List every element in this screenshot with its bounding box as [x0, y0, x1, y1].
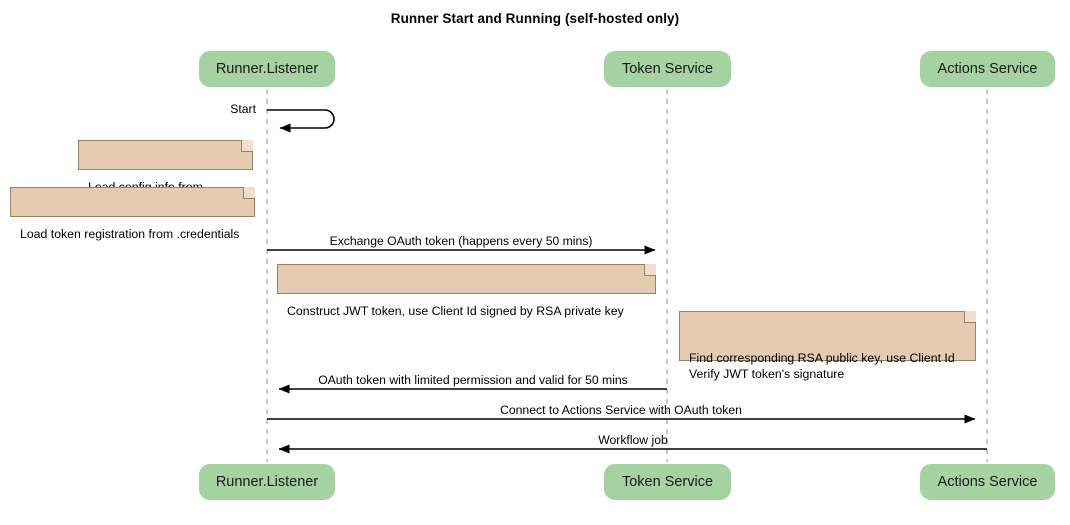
note-fold-corner-icon: [241, 140, 253, 152]
participant-token-top[interactable]: Token Service: [604, 51, 731, 87]
message-label-connect-actions: Connect to Actions Service with OAuth to…: [500, 403, 742, 417]
note-fold-corner-icon: [964, 311, 976, 323]
note-construct-jwt: Construct JWT token, use Client Id signe…: [277, 264, 656, 318]
note-load-token-text: Load token registration from .credential…: [20, 227, 240, 241]
participant-token-bottom[interactable]: Token Service: [604, 464, 731, 500]
message-label-workflow-job: Workflow job: [598, 433, 668, 447]
participant-runner-top[interactable]: Runner.Listener: [199, 51, 335, 87]
note-fold-corner-icon: [644, 264, 656, 276]
participant-actions-bottom[interactable]: Actions Service: [920, 464, 1055, 500]
message-label-exchange-oauth: Exchange OAuth token (happens every 50 m…: [329, 234, 593, 248]
diagram-title: Runner Start and Running (self-hosted on…: [390, 11, 680, 26]
message-label-start: Start: [230, 102, 256, 116]
message-label-oauth-token-return: OAuth token with limited permission and …: [318, 373, 628, 387]
note-verify-jwt: Find corresponding RSA public key, use C…: [679, 311, 976, 381]
note-load-token: Load token registration from .credential…: [10, 187, 255, 241]
note-fold-corner-icon: [243, 187, 255, 199]
note-verify-jwt-text: Find corresponding RSA public key, use C…: [689, 351, 955, 381]
participant-runner-bottom[interactable]: Runner.Listener: [199, 464, 335, 500]
note-construct-jwt-text: Construct JWT token, use Client Id signe…: [287, 304, 624, 318]
note-load-config: Load config info from .runner: [78, 140, 253, 210]
message-arrow-start: [267, 109, 335, 133]
participant-actions-top[interactable]: Actions Service: [920, 51, 1055, 87]
